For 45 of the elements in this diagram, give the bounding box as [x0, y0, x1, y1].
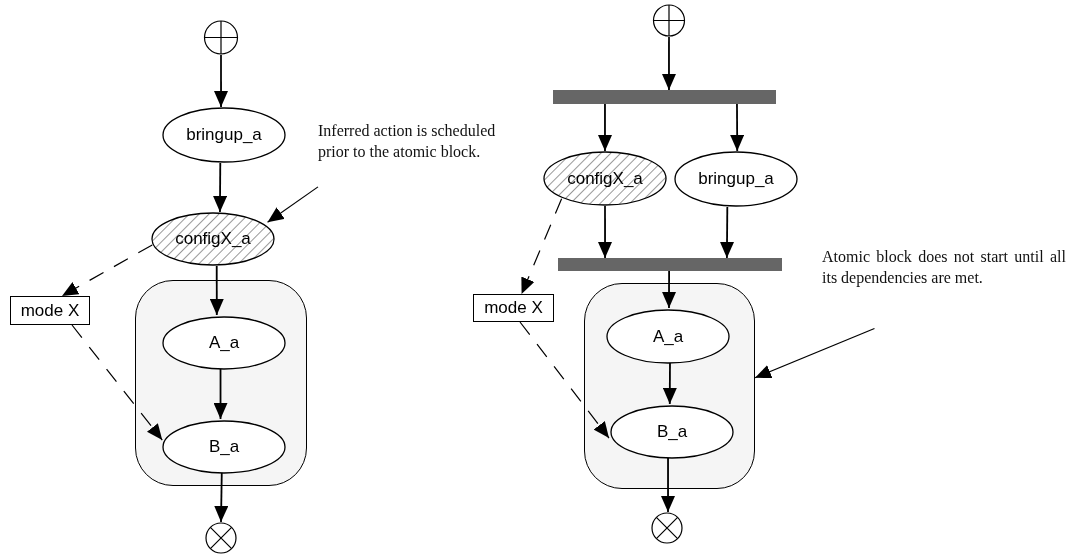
- arrow: [662, 362, 677, 405]
- arrow: [661, 36, 676, 91]
- arrow: [730, 103, 745, 152]
- node-label: mode X: [484, 298, 543, 318]
- atomic-block: [584, 283, 755, 489]
- mode-box: [473, 294, 554, 322]
- action-ellipse: [162, 420, 286, 474]
- arrow: [598, 103, 612, 152]
- annotation-text: Atomic block does not start until all its dependencies are met.: [822, 247, 1066, 289]
- arrow: [661, 457, 675, 513]
- action-ellipse: [674, 151, 798, 207]
- hatched-action-ellipse: [543, 151, 667, 206]
- action-ellipse: [606, 309, 730, 364]
- node-label: B_a: [208, 437, 240, 457]
- node-label: configX_a: [175, 229, 251, 249]
- node-label: configX_a: [567, 168, 643, 189]
- node-label: B_a: [656, 422, 688, 442]
- arrow: [720, 206, 735, 259]
- dashed-arrow: [521, 198, 563, 295]
- arrow: [209, 265, 224, 316]
- node-label: bringup_a: [186, 125, 262, 145]
- arrow: [754, 327, 876, 379]
- sync-bar: [558, 258, 782, 271]
- arrow: [213, 368, 228, 420]
- dashed-arrow: [61, 244, 153, 297]
- arrow: [214, 54, 228, 108]
- sync-bar: [553, 90, 776, 104]
- arrow: [213, 162, 228, 213]
- action-ellipse: [162, 316, 286, 370]
- dashed-arrow: [519, 321, 610, 439]
- arrow: [266, 186, 319, 223]
- node-label: A_a: [652, 326, 684, 347]
- action-ellipse: [162, 107, 286, 163]
- node-label: A_a: [208, 333, 240, 353]
- action-ellipse: [610, 405, 734, 459]
- atomic-block: [135, 280, 307, 486]
- dashed-arrow: [71, 324, 163, 441]
- node-label: mode X: [20, 300, 80, 321]
- node-label: bringup_a: [698, 169, 774, 189]
- annotation-text: Inferred action is scheduled prior to the atomic block.: [318, 121, 497, 163]
- arrow: [662, 270, 677, 309]
- mode-box: [10, 296, 90, 325]
- arrow: [598, 205, 613, 259]
- arrow: [214, 472, 229, 523]
- hatched-action-ellipse: [151, 212, 275, 266]
